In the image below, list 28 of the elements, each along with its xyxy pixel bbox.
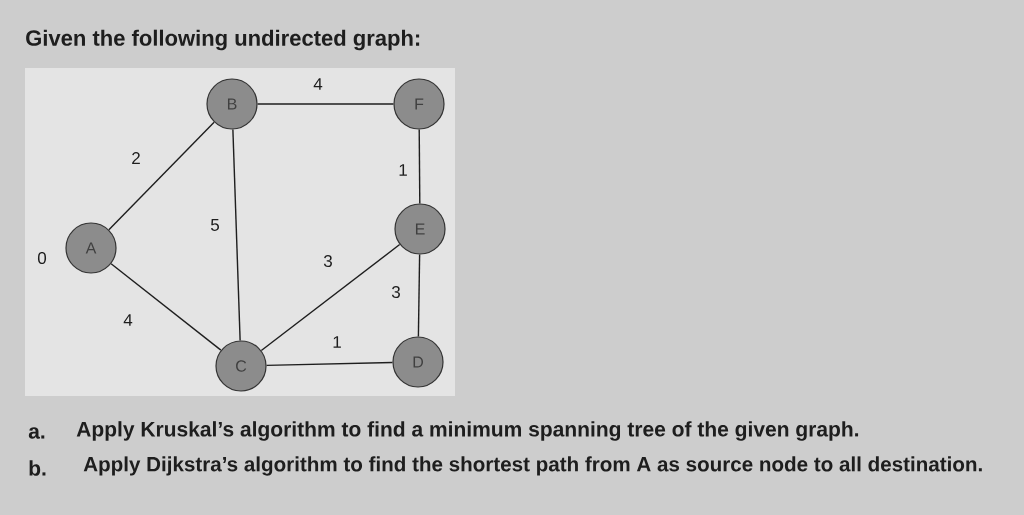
- graph-edge: [108, 121, 215, 231]
- title: Given the following undirected graph:: [26, 29, 420, 51]
- graph-edge: [265, 361, 394, 367]
- edge-weight: 1: [399, 164, 407, 176]
- list-marker: a.: [28, 427, 45, 439]
- graph-edge: [260, 243, 401, 352]
- graph-node: D: [392, 336, 444, 388]
- list-marker: b.: [29, 460, 46, 476]
- edge-weight: 4: [123, 314, 133, 326]
- edge-weight: 3: [391, 285, 400, 298]
- graph-edge: [417, 253, 421, 338]
- question-text: Apply Dijkstra’s algorithm to find the shortest path from A as source node to all destination.: [83, 456, 982, 476]
- graph-edge: [256, 103, 395, 105]
- graph-edge: [110, 263, 222, 351]
- graph-node: B: [206, 78, 258, 130]
- graph-edge: [232, 128, 241, 342]
- graph-node: F: [393, 78, 445, 130]
- graph-node: E: [394, 203, 446, 255]
- graph-node: C: [215, 340, 267, 392]
- graph-node: A: [65, 222, 117, 274]
- edge-weight: 4: [313, 78, 323, 90]
- edge-weight: 3: [323, 254, 332, 267]
- edge-weight: 5: [210, 219, 219, 231]
- edge-weight: 1: [333, 336, 341, 348]
- distance-label: 0: [37, 251, 47, 264]
- graph-edge: [418, 128, 421, 205]
- question-text: Apply Kruskal’s algorithm to find a minimum spanning tree of the given graph.: [76, 421, 859, 441]
- edge-weight: 2: [132, 152, 140, 164]
